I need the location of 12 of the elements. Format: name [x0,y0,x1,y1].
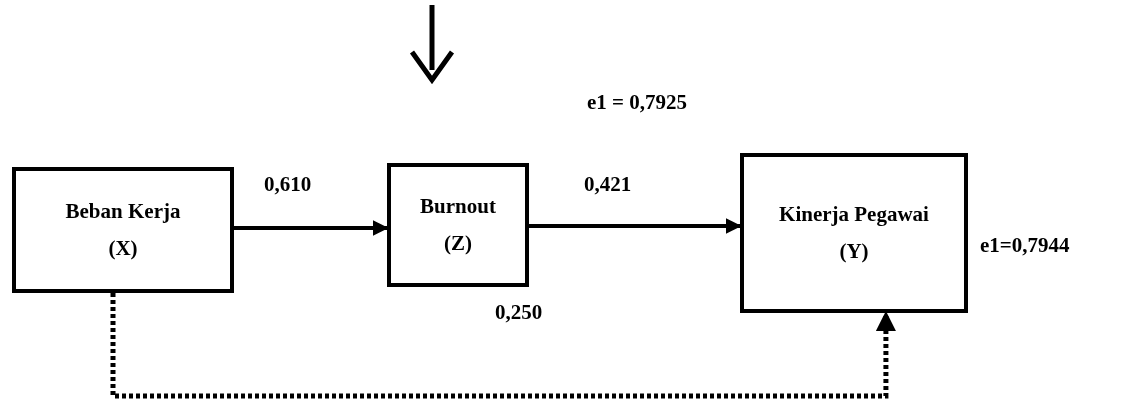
node-text: Beban Kerja [65,199,181,224]
process-box [740,153,968,313]
node-text: (Z) [444,231,472,256]
arrow [234,220,389,236]
node-text: Burnout [420,194,496,219]
node-text: Kinerja Pegawai [779,202,929,227]
arrow [110,293,896,399]
process-box [12,167,234,293]
node-text: (X) [108,236,138,261]
arrow [529,218,742,234]
process-box [387,163,529,287]
node-text: (Y) [839,239,869,264]
